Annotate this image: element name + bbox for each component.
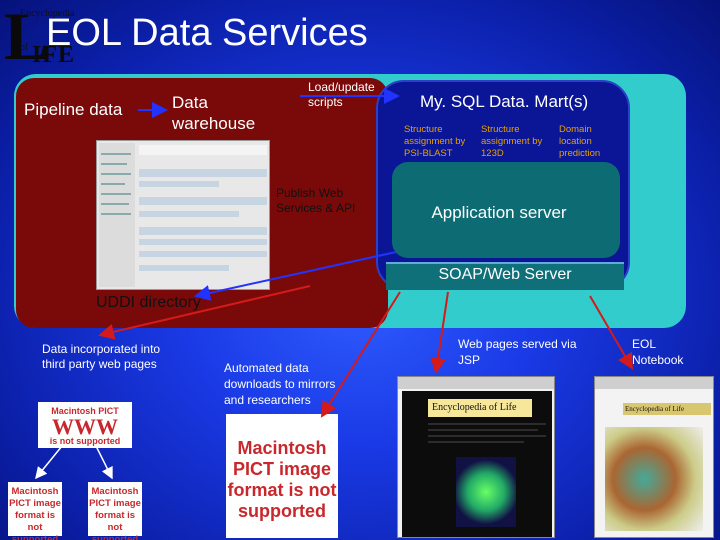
pict-placeholder-right: Macintosh PICT image format is not suppo… [88,482,142,540]
application-server-box [392,162,620,258]
load-scripts-label: Load/update scripts [308,80,375,109]
pict-www-mid: WWW [52,414,118,439]
logo-line-1: Encyclopedia [20,8,75,19]
structure-123d-label: Structure assignment by 123D [481,124,543,159]
pict-www-top: Macintosh PICT [51,406,119,416]
logo-word: IFE [32,42,76,68]
jsp-webpage-screenshot: Encyclopedia of Life [397,376,555,538]
mysql-datamart-label: My. SQL Data. Mart(s) [420,92,589,111]
arrow-www-to-left [35,445,63,480]
data-warehouse-label: Data warehouse [172,93,256,133]
arrow-www-to-right [95,445,113,480]
soap-server-bar [386,262,624,290]
notebook-screenshot: Encyclopedia of Life [594,376,714,538]
logo-letter: L [4,0,50,74]
eol-notebook-label: EOL Notebook [632,337,684,367]
pipeline-data-label: Pipeline data [24,100,123,119]
www-image-placeholder: Macintosh PICT WWW is not supported [38,402,132,448]
page-title: EOL Data Services [46,12,368,54]
pict-placeholder-download: Macintosh PICT image format is not suppo… [226,414,338,538]
logo-line-2: of [20,42,29,53]
publish-label: Publish Web Services & API [276,186,356,215]
jsp-pages-label: Web pages served via JSP [458,337,577,367]
eol-logo: L Encyclopedia of IFE [2,2,76,72]
application-server-label: Application server [431,203,567,222]
uddi-directory-label: UDDI directory [96,294,201,311]
warehouse-screenshot [96,140,270,290]
domain-location-label: Domain location prediction [559,124,601,159]
psi-blast-label: Structure assignment by PSI-BLAST [404,124,466,159]
pict-placeholder-left: Macintosh PICT image format is not suppo… [8,482,62,540]
automated-downloads-label: Automated data downloads to mirrors and … [224,361,336,407]
pict-www-bottom: is not supported [49,436,121,446]
soap-server-label: SOAP/Web Server [438,266,572,283]
third-party-label: Data incorporated into third party web p… [42,342,161,371]
